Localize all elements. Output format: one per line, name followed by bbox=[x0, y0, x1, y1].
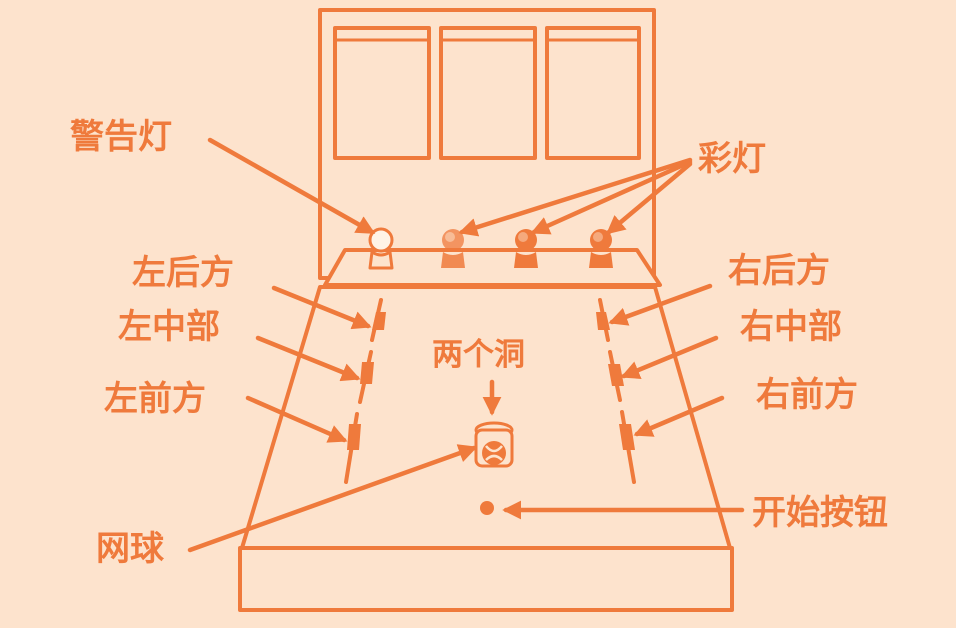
arrow-right-rear bbox=[608, 283, 713, 326]
label-tennis-ball: 网球 bbox=[96, 529, 165, 569]
arrow-right-middle bbox=[620, 335, 719, 379]
table-base bbox=[238, 546, 734, 612]
label-two-holes: 两个洞 bbox=[432, 337, 525, 373]
backboard-panel bbox=[545, 26, 641, 160]
label-left-rear: 左后方 bbox=[132, 253, 234, 293]
label-right-middle: 右中部 bbox=[740, 307, 842, 347]
annotation-arrows bbox=[187, 137, 745, 553]
right-middle-target bbox=[608, 350, 624, 402]
color-light-icon bbox=[589, 229, 613, 268]
left-middle-target bbox=[358, 350, 374, 404]
arrow-color-light bbox=[606, 161, 693, 235]
label-start-button: 开始按钮 bbox=[752, 493, 888, 533]
light-shelf bbox=[323, 248, 662, 287]
arrow-color-light bbox=[530, 159, 693, 235]
arrow-color-light bbox=[458, 157, 693, 237]
tennis-ball-icon bbox=[474, 421, 514, 468]
arrow-warning-light bbox=[207, 137, 376, 235]
right-front-target bbox=[619, 410, 636, 484]
arrow-tennis-ball bbox=[187, 444, 478, 553]
label-warning-light: 警告灯 bbox=[70, 117, 172, 157]
label-color-lights: 彩灯 bbox=[698, 139, 766, 179]
start-button-icon bbox=[480, 501, 494, 515]
arrow-left-front bbox=[245, 395, 348, 443]
left-front-target bbox=[344, 412, 361, 484]
color-light-icon bbox=[514, 229, 538, 268]
warning-light-icon bbox=[368, 227, 394, 270]
backboard-panel bbox=[439, 26, 537, 160]
label-right-rear: 右后方 bbox=[728, 251, 830, 291]
arrow-left-rear bbox=[271, 285, 372, 330]
label-right-front: 右前方 bbox=[756, 375, 858, 415]
label-left-middle: 左中部 bbox=[118, 307, 220, 347]
arrow-left-middle bbox=[255, 335, 361, 382]
arrow-right-front bbox=[633, 395, 725, 437]
left-rear-target bbox=[370, 298, 386, 342]
right-rear-target bbox=[596, 298, 610, 342]
label-left-front: 左前方 bbox=[104, 379, 206, 419]
backboard-panel bbox=[333, 26, 431, 160]
